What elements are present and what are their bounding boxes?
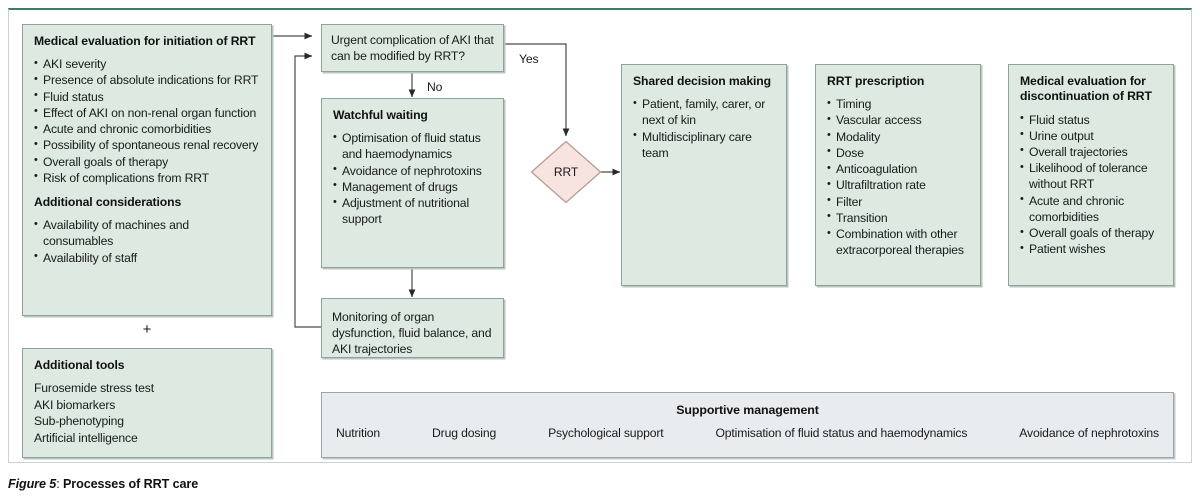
list-item: Dose [827, 144, 970, 161]
rrt-prescription-list: Timing Vascular access Modality Dose Ant… [827, 96, 970, 258]
list-item: Modality [827, 128, 970, 145]
list-item: Transition [827, 209, 970, 226]
diamond-shape-icon [530, 140, 602, 204]
list-item: Management of drugs [333, 178, 493, 195]
additional-tools-list: Furosemide stress test AKI biomarkers Su… [34, 380, 261, 446]
list-item: Fluid status [34, 88, 261, 105]
box-watchful-waiting: Watchful waiting Optimisation of fluid s… [321, 98, 504, 268]
box-decision-urgent-complication: Urgent complication of AKI that can be m… [321, 24, 504, 72]
list-item: Optimisation of fluid status and haemody… [333, 130, 493, 162]
list-item: Drug dosing [432, 426, 497, 440]
list-item: Likelihood of tolerance without RRT [1020, 160, 1163, 192]
rrt-decision-node: RRT [530, 140, 602, 204]
shared-decision-list: Patient, family, carer, or next of kin M… [633, 96, 776, 161]
supportive-management-bar: Supportive management Nutrition Drug dos… [321, 392, 1174, 458]
supportive-management-items: Nutrition Drug dosing Psychological supp… [322, 417, 1173, 440]
list-item: Effect of AKI on non-renal organ functio… [34, 104, 261, 121]
box-title-discontinuation: Medical evaluation for discontinuation o… [1020, 74, 1152, 104]
list-item: Ultrafiltration rate [827, 177, 970, 193]
list-item: Acute and chronic comorbidities [34, 121, 261, 137]
list-item: Psychological support [548, 426, 664, 440]
list-item: Sub-phenotyping [34, 414, 124, 429]
box-title-rrt-prescription: RRT prescription [827, 74, 925, 88]
list-item: Overall goals of therapy [34, 153, 261, 170]
list-item: Anticoagulation [827, 161, 970, 177]
list-item: AKI biomarkers [34, 397, 116, 412]
edge-label-yes: Yes [519, 52, 539, 66]
list-item: Avoidance of nephrotoxins [333, 162, 493, 179]
edge-label-no: No [427, 80, 443, 94]
list-item: Nutrition [336, 426, 381, 440]
list-item: Presence of absolute indications for RRT [34, 72, 261, 88]
box-medical-evaluation-initiation: Medical evaluation for initiation of RRT… [22, 24, 272, 316]
caption-separator: : [56, 477, 63, 491]
list-item: Urine output [1020, 127, 1163, 144]
box-rrt-prescription: RRT prescription Timing Vascular access … [815, 64, 981, 286]
box-shared-decision-making: Shared decision making Patient, family, … [621, 64, 787, 286]
list-item: Patient wishes [1020, 241, 1163, 257]
box-title-shared-decision-making: Shared decision making [633, 74, 771, 88]
list-item: Overall trajectories [1020, 143, 1163, 160]
list-item: Combination with other extracorporeal th… [827, 225, 970, 258]
list-item: Patient, family, carer, or next of kin [633, 96, 776, 128]
list-item: Artificial intelligence [34, 430, 138, 445]
list-item: Avoidance of nephrotoxins [1019, 426, 1159, 440]
decision-text: Urgent complication of AKI that can be m… [331, 33, 494, 64]
box-medical-evaluation-discontinuation: Medical evaluation for discontinuation o… [1008, 64, 1174, 286]
list-item: Acute and chronic comorbidities [1020, 192, 1163, 225]
box-title-watchful-waiting: Watchful waiting [333, 108, 428, 122]
rrt-node-label: RRT [553, 165, 579, 179]
list-item: Adjustment of nutritional support [333, 195, 493, 227]
list-item: Fluid status [1020, 111, 1163, 128]
watchful-waiting-list: Optimisation of fluid status and haemody… [333, 130, 493, 227]
list-item: Furosemide stress test [34, 381, 154, 396]
initiation-item-list: AKI severity Presence of absolute indica… [34, 56, 261, 186]
list-item: Multidisciplinary care team [633, 128, 776, 161]
box-additional-tools: Additional tools Furosemide stress test … [22, 348, 272, 458]
list-item: Availability of machines and consumables [34, 217, 261, 249]
box-title-initiation: Medical evaluation for initiation of RRT [34, 34, 256, 48]
box-subtitle-additional-considerations: Additional considerations [34, 195, 182, 209]
discontinuation-list: Fluid status Urine output Overall trajec… [1020, 111, 1163, 258]
list-item: Timing [827, 96, 970, 112]
initiation-additional-list: Availability of machines and consumables… [34, 217, 261, 266]
box-monitoring: Monitoring of organ dysfunction, fluid b… [321, 298, 504, 358]
figure-number: Figure 5 [8, 477, 57, 491]
list-item: Overall goals of therapy [1020, 225, 1163, 241]
monitoring-text: Monitoring of organ dysfunction, fluid b… [332, 310, 492, 357]
list-item: AKI severity [34, 56, 261, 72]
supportive-management-title: Supportive management [676, 403, 819, 417]
list-item: Risk of complications from RRT [34, 169, 261, 186]
figure-title: Processes of RRT care [63, 477, 199, 491]
figure-caption: Figure 5: Processes of RRT care [8, 477, 198, 491]
list-item: Vascular access [827, 112, 970, 128]
plus-connector: + [142, 321, 152, 338]
box-title-additional-tools: Additional tools [34, 358, 125, 372]
list-item: Availability of staff [34, 249, 261, 266]
list-item: Possibility of spontaneous renal recover… [34, 137, 261, 153]
list-item: Filter [827, 193, 970, 210]
list-item: Optimisation of fluid status and haemody… [715, 426, 968, 440]
